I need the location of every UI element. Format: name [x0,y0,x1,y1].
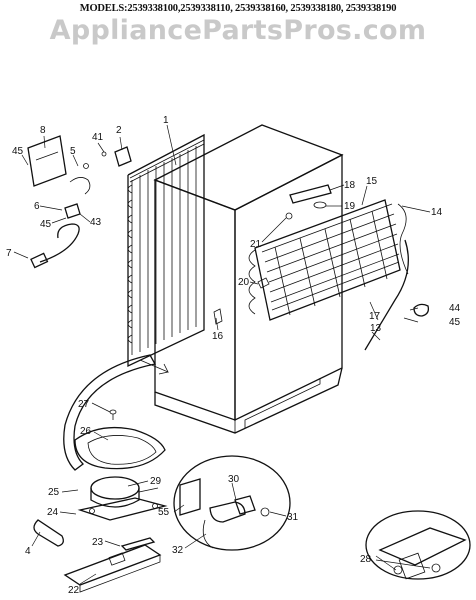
callout-24: 24 [47,507,59,518]
capacitor-4 [33,519,64,547]
callout-30: 30 [228,474,240,485]
callout-16: 16 [212,331,224,342]
callout-45-right: 45 [449,317,461,328]
callout-44: 44 [449,303,461,314]
thermostat-44 [413,303,430,317]
callout-31: 31 [287,512,299,523]
drain-pan [74,409,166,470]
leader-lines [13,124,431,585]
power-cord-7 [30,223,80,269]
clip-20 [257,277,270,289]
callout-26: 26 [80,426,92,437]
callout-17: 17 [369,311,381,322]
evaporator-coil [248,199,409,351]
condenser-coil [127,133,205,368]
callout-15: 15 [366,176,378,187]
callout-25: 25 [48,487,60,498]
callout-14: 14 [431,207,443,218]
clip-43 [64,203,81,219]
grommet-19 [313,201,327,209]
callout-27: 27 [78,399,90,410]
callout-20: 20 [238,277,250,288]
model-numbers-header: MODELS:2539338100,2539338110, 2539338160… [79,3,397,14]
callout-1: 1 [163,115,169,126]
callout-21: 21 [250,239,262,250]
callout-6: 6 [34,201,40,212]
callout-2: 2 [116,125,122,136]
callout-labels: 1 2 4 5 6 7 8 13 14 15 16 17 18 19 20 21… [6,115,461,596]
callout-19: 19 [344,201,356,212]
callout-13: 13 [370,323,382,334]
defrost-timer-inset [365,510,471,580]
air-flow-arrow [139,359,169,375]
callout-18: 18 [344,180,356,191]
heater-16 [213,308,223,325]
fan-shroud-18 [289,184,332,204]
callout-29: 29 [150,476,162,487]
watermark-logo: AppliancePartsPros.com [49,15,427,46]
callout-32: 32 [172,545,184,556]
callout-41: 41 [92,132,104,143]
callout-22: 22 [68,585,80,596]
harness-5 [69,163,91,195]
callout-45-middle: 45 [40,219,52,230]
cabinet [153,124,344,434]
callout-28: 28 [360,554,372,565]
callout-55: 55 [158,507,170,518]
compressor-base [63,544,162,593]
callout-8: 8 [40,125,46,136]
relay-inset [173,455,291,551]
drain-tube [63,354,156,471]
callout-43: 43 [90,217,102,228]
callout-5: 5 [70,146,76,157]
callout-23: 23 [92,537,104,548]
bracket-2 [101,146,132,167]
cover-plate-8 [27,135,67,187]
callout-45-top: 45 [12,146,24,157]
bracket-23 [120,537,156,551]
callout-7: 7 [6,248,12,259]
screw-21 [285,212,293,220]
compressor [77,476,168,521]
callout-4: 4 [25,546,31,557]
